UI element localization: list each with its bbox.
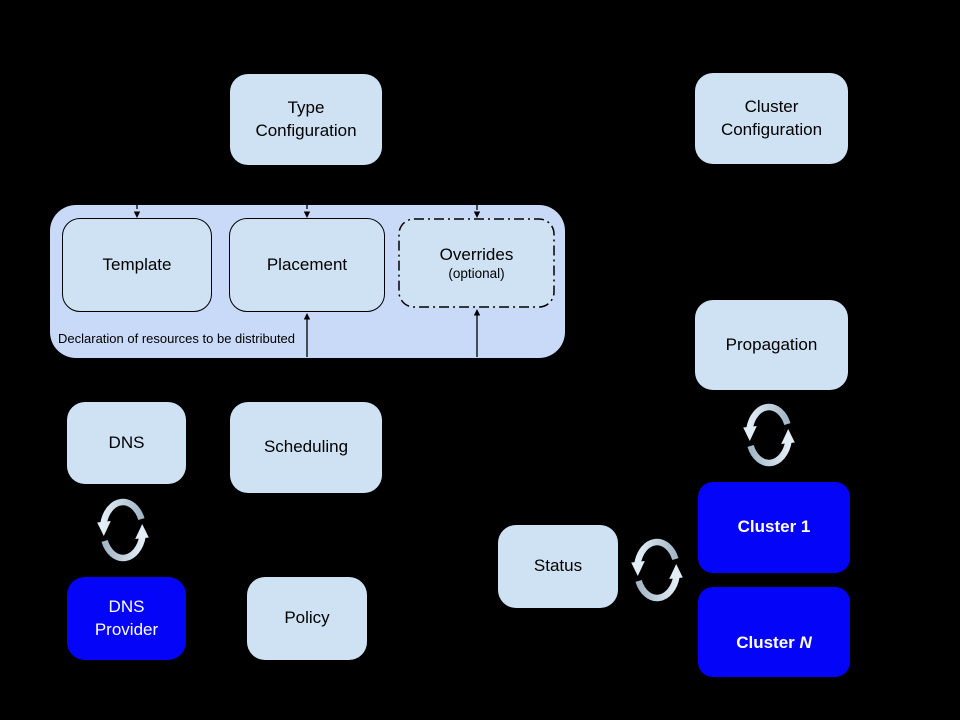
node-placement: Placement [229, 218, 385, 312]
sync-arrows-icon [629, 533, 685, 607]
node-type-configuration: Type Configuration [230, 74, 382, 165]
node-overrides: Overrides (optional) [398, 218, 555, 308]
cluster-n-suffix: N [799, 633, 812, 652]
node-dns: DNS [67, 402, 186, 484]
node-template: Template [62, 218, 212, 312]
node-cluster-configuration: Cluster Configuration [695, 73, 848, 164]
overrides-label: Overrides [439, 245, 514, 265]
overrides-sublabel: (optional) [448, 265, 505, 281]
node-dns-provider: DNS Provider [67, 577, 186, 660]
node-cluster-1: Cluster 1 [698, 482, 850, 573]
node-policy: Policy [247, 577, 367, 660]
sync-arrows-icon [95, 493, 151, 567]
sync-arrows-icon [741, 398, 797, 472]
node-status: Status [498, 525, 618, 608]
declaration-caption: Declaration of resources to be distribut… [58, 331, 296, 346]
node-cluster-n: Cluster N [698, 587, 850, 677]
node-scheduling: Scheduling [230, 402, 382, 493]
node-propagation: Propagation [695, 300, 848, 390]
cluster-n-prefix: Cluster [736, 633, 800, 652]
